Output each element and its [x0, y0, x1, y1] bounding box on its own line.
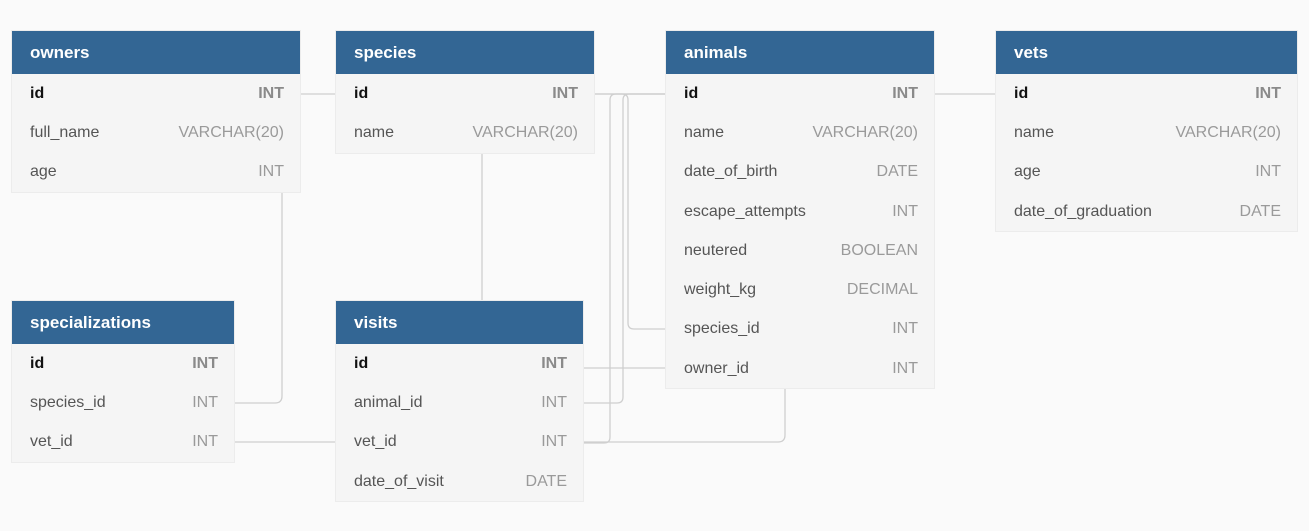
table-animals[interactable]: animals id INT name VARCHAR(20) date_of_…	[666, 31, 934, 389]
column-type: VARCHAR(20)	[1175, 123, 1282, 141]
column-row[interactable]: species_id INT	[666, 310, 934, 349]
column-name: age	[1014, 163, 1041, 181]
column-row[interactable]: date_of_graduation DATE	[996, 192, 1297, 231]
column-name: age	[30, 163, 57, 181]
column-type: INT	[258, 163, 284, 181]
column-name: date_of_birth	[684, 163, 778, 181]
column-row[interactable]: id INT	[336, 74, 594, 113]
column-type: INT	[892, 320, 918, 338]
column-row[interactable]: animal_id INT	[336, 383, 583, 422]
connector-owners-specializations	[234, 191, 283, 404]
column-type: VARCHAR(20)	[472, 123, 579, 141]
column-type: INT	[258, 84, 284, 102]
column-name: id	[354, 354, 369, 372]
column-row[interactable]: id INT	[336, 344, 583, 383]
column-type: INT	[541, 393, 567, 411]
column-type: INT	[892, 359, 918, 377]
column-row[interactable]: escape_attempts INT	[666, 192, 934, 231]
column-name: full_name	[30, 123, 100, 141]
table-header-owners[interactable]: owners	[12, 31, 300, 74]
column-row[interactable]: id INT	[996, 74, 1297, 113]
column-name: weight_kg	[684, 281, 757, 299]
column-row[interactable]: id INT	[12, 344, 234, 383]
column-name: vet_id	[30, 433, 73, 451]
column-name: neutered	[684, 241, 748, 259]
column-type: INT	[541, 354, 567, 372]
table-header-specializations[interactable]: specializations	[12, 301, 234, 344]
connector-animals-animal-id	[583, 93, 666, 404]
column-name: id	[684, 84, 699, 102]
column-row[interactable]: name VARCHAR(20)	[666, 113, 934, 152]
column-name: species_id	[684, 320, 760, 338]
column-name: name	[684, 123, 725, 141]
column-name: name	[1014, 123, 1055, 141]
column-name: id	[30, 354, 45, 372]
table-header-animals[interactable]: animals	[666, 31, 934, 74]
column-name: name	[354, 123, 395, 141]
column-type: DATE	[876, 163, 918, 181]
table-specializations[interactable]: specializations id INT species_id INT ve…	[12, 301, 234, 462]
column-name: escape_attempts	[684, 202, 806, 220]
column-name: date_of_graduation	[1014, 202, 1152, 220]
column-row[interactable]: neutered BOOLEAN	[666, 231, 934, 270]
column-row[interactable]: vet_id INT	[12, 423, 234, 462]
connector-vets-vet-id	[583, 388, 786, 443]
column-name: id	[354, 84, 369, 102]
column-row[interactable]: id INT	[12, 74, 300, 113]
table-vets[interactable]: vets id INT name VARCHAR(20) age INT dat…	[996, 31, 1297, 232]
column-name: species_id	[30, 393, 106, 411]
column-row[interactable]: owner_id INT	[666, 349, 934, 388]
connector-species-species-id	[594, 93, 666, 330]
column-type: VARCHAR(20)	[812, 123, 919, 141]
column-row[interactable]: date_of_visit DATE	[336, 462, 583, 501]
column-name: id	[1014, 84, 1029, 102]
table-header-vets[interactable]: vets	[996, 31, 1297, 74]
column-type: INT	[192, 433, 218, 451]
table-header-species[interactable]: species	[336, 31, 594, 74]
column-name: date_of_visit	[354, 472, 444, 490]
column-type: INT	[541, 433, 567, 451]
column-row[interactable]: full_name VARCHAR(20)	[12, 113, 300, 152]
column-name: owner_id	[684, 359, 749, 377]
column-type: INT	[192, 354, 218, 372]
column-type: VARCHAR(20)	[178, 123, 285, 141]
column-type: BOOLEAN	[840, 241, 918, 259]
column-row[interactable]: name VARCHAR(20)	[996, 113, 1297, 152]
connector-animals-visits-vet	[583, 93, 666, 444]
column-row[interactable]: species_id INT	[12, 383, 234, 422]
column-type: DATE	[1239, 202, 1281, 220]
column-type: DECIMAL	[846, 281, 918, 299]
column-type: INT	[192, 393, 218, 411]
column-name: vet_id	[354, 433, 397, 451]
column-type: INT	[552, 84, 578, 102]
table-owners[interactable]: owners id INT full_name VARCHAR(20) age …	[12, 31, 300, 192]
column-row[interactable]: name VARCHAR(20)	[336, 113, 594, 152]
column-row[interactable]: date_of_birth DATE	[666, 153, 934, 192]
column-name: animal_id	[354, 393, 423, 411]
column-type: DATE	[525, 472, 567, 490]
column-row[interactable]: vet_id INT	[336, 423, 583, 462]
column-name: id	[30, 84, 45, 102]
table-visits[interactable]: visits id INT animal_id INT vet_id INT d…	[336, 301, 583, 502]
table-header-visits[interactable]: visits	[336, 301, 583, 344]
column-row[interactable]: age INT	[996, 153, 1297, 192]
column-type: INT	[892, 84, 918, 102]
column-type: INT	[892, 202, 918, 220]
column-row[interactable]: weight_kg DECIMAL	[666, 270, 934, 309]
column-type: INT	[1255, 84, 1281, 102]
column-type: INT	[1255, 163, 1281, 181]
column-row[interactable]: id INT	[666, 74, 934, 113]
column-row[interactable]: age INT	[12, 153, 300, 192]
table-species[interactable]: species id INT name VARCHAR(20)	[336, 31, 594, 153]
